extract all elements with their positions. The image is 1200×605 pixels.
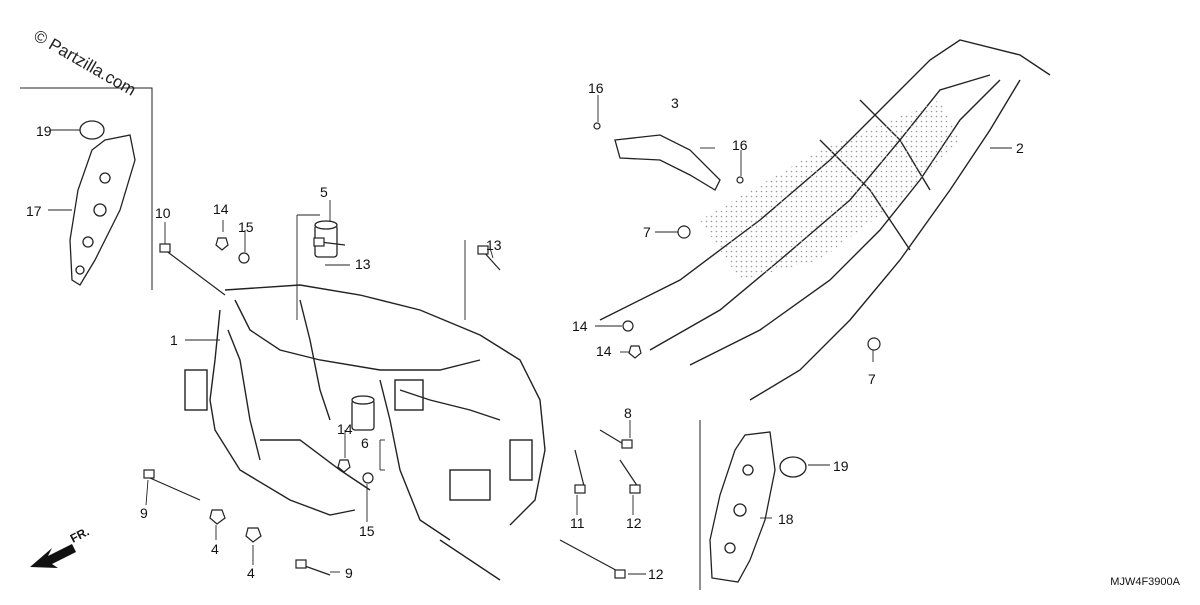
callout-9[interactable]: 9 bbox=[140, 505, 148, 521]
diagram-code: MJW4F3900A bbox=[1110, 576, 1180, 588]
callout-16[interactable]: 16 bbox=[732, 137, 748, 153]
callout-18[interactable]: 18 bbox=[778, 511, 794, 527]
main-frame-1 bbox=[184, 284, 546, 581]
collar-6 bbox=[351, 395, 375, 431]
callout-13[interactable]: 13 bbox=[486, 237, 502, 253]
callout-15[interactable]: 15 bbox=[238, 219, 254, 235]
callout-14[interactable]: 14 bbox=[572, 318, 588, 334]
callout-7[interactable]: 7 bbox=[868, 371, 876, 387]
grommet-19-right bbox=[779, 456, 807, 478]
callout-5[interactable]: 5 bbox=[320, 184, 328, 200]
callout-19[interactable]: 19 bbox=[833, 458, 849, 474]
left-side-cover-17 bbox=[69, 134, 136, 286]
callout-9[interactable]: 9 bbox=[345, 565, 353, 581]
callout-7[interactable]: 7 bbox=[643, 224, 651, 240]
callout-14[interactable]: 14 bbox=[213, 201, 229, 217]
callout-17[interactable]: 17 bbox=[26, 203, 42, 219]
callout-16[interactable]: 16 bbox=[588, 80, 604, 96]
callout-10[interactable]: 10 bbox=[155, 205, 171, 221]
collar-5 bbox=[314, 220, 338, 258]
bolts bbox=[143, 237, 641, 579]
callout-4[interactable]: 4 bbox=[211, 541, 219, 557]
callout-15[interactable]: 15 bbox=[359, 523, 375, 539]
callout-14[interactable]: 14 bbox=[337, 421, 353, 437]
callout-13[interactable]: 13 bbox=[355, 256, 371, 272]
callout-19[interactable]: 19 bbox=[36, 123, 52, 139]
callout-2[interactable]: 2 bbox=[1016, 140, 1024, 156]
grommet-19-left bbox=[79, 120, 105, 140]
subframe-dotted-area bbox=[700, 100, 960, 280]
front-direction-arrow-icon bbox=[30, 544, 76, 568]
callout-11[interactable]: 11 bbox=[570, 515, 585, 531]
right-side-cover-18 bbox=[709, 431, 776, 583]
callout-12[interactable]: 12 bbox=[626, 515, 642, 531]
callout-4[interactable]: 4 bbox=[247, 565, 255, 581]
callout-1[interactable]: 1 bbox=[170, 332, 178, 348]
callout-6[interactable]: 6 bbox=[361, 435, 369, 451]
inset-bracket-left bbox=[20, 87, 153, 290]
leader-lines bbox=[48, 95, 1012, 575]
nuts bbox=[209, 122, 881, 543]
callout-8[interactable]: 8 bbox=[624, 405, 632, 421]
bracket-3 bbox=[614, 134, 721, 191]
callout-3[interactable]: 3 bbox=[671, 95, 679, 111]
callout-12[interactable]: 12 bbox=[648, 566, 664, 582]
callout-14[interactable]: 14 bbox=[596, 343, 612, 359]
